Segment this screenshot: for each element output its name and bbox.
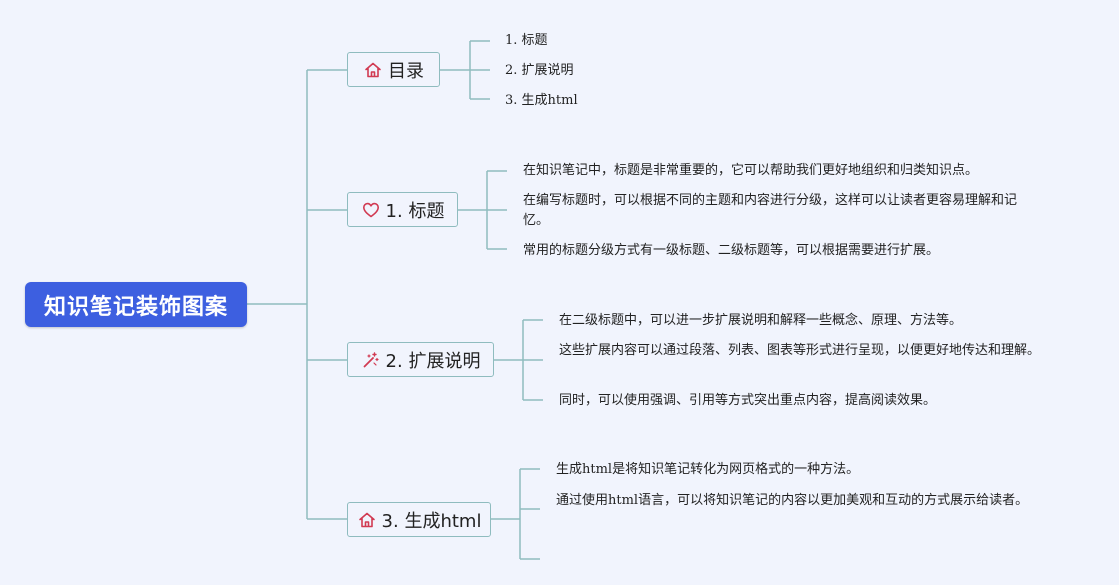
heart-icon	[361, 200, 381, 220]
branch-label: 1. 标题	[385, 200, 445, 222]
magic-wand-icon	[361, 350, 381, 370]
branch-toc[interactable]: 目录	[347, 52, 440, 87]
extension-note: 在二级标题中，可以进一步扩展说明和解释一些概念、原理、方法等。	[559, 313, 963, 328]
title-note: 常用的标题分级方式有一级标题、二级标题等，可以根据需要进行扩展。	[523, 243, 940, 258]
extension-note: 这些扩展内容可以通过段落、列表、图表等形式进行呈现，以便更好地传达和理解。	[559, 343, 1041, 358]
root-topic[interactable]: 知识笔记装饰图案	[25, 282, 247, 327]
extension-note: 同时，可以使用强调、引用等方式突出重点内容，提高阅读效果。	[559, 393, 937, 408]
html-note: 通过使用html语言，可以将知识笔记的内容以更加美观和互动的方式展示给读者。	[556, 493, 1029, 508]
html-note: 生成html是将知识笔记转化为网页格式的一种方法。	[556, 462, 860, 477]
branch-title[interactable]: 1. 标题	[347, 192, 458, 227]
branch-generate-html[interactable]: 3. 生成html	[347, 502, 491, 537]
toc-item[interactable]: 3. 生成html	[505, 93, 578, 108]
toc-item[interactable]: 1. 标题	[505, 33, 548, 48]
branch-extension[interactable]: 2. 扩展说明	[347, 342, 494, 377]
branch-label: 2. 扩展说明	[385, 350, 481, 372]
home-icon	[357, 510, 377, 530]
branch-label: 目录	[388, 60, 424, 82]
root-title: 知识笔记装饰图案	[43, 294, 228, 320]
title-note: 在编写标题时，可以根据不同的主题和内容进行分级，这样可以让读者更容易理解和记忆。	[523, 193, 1018, 228]
toc-item[interactable]: 2. 扩展说明	[505, 63, 574, 78]
branch-label: 3. 生成html	[381, 510, 482, 532]
title-note: 在知识笔记中，标题是非常重要的，它可以帮助我们更好地组织和归类知识点。	[523, 163, 979, 178]
home-icon	[363, 60, 383, 80]
